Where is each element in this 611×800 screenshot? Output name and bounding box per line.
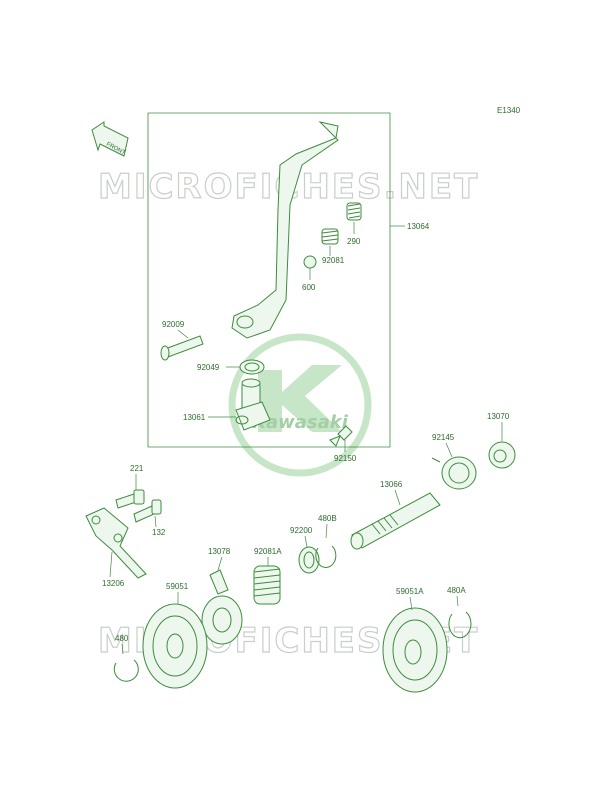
circlip-480b [315, 545, 337, 568]
bolt-92009 [160, 335, 204, 361]
front-arrow-icon: FRONT [91, 121, 129, 157]
gear-59051a [382, 607, 448, 693]
spring-92081 [321, 228, 339, 245]
part-13078: 13078 [208, 547, 231, 556]
washer-92200 [298, 546, 320, 574]
part-221: 221 [130, 464, 144, 473]
part-92081: 92081 [322, 256, 345, 265]
part-600: 600 [302, 283, 316, 292]
part-92009: 92009 [162, 320, 185, 329]
stopper-13206 [85, 507, 147, 579]
part-92200: 92200 [290, 526, 313, 535]
assembly-box [147, 112, 391, 448]
circlip-480a [448, 611, 472, 639]
shaft-13066 [350, 492, 441, 550]
spring-92081a [253, 565, 281, 605]
part-13064: 13064 [407, 222, 430, 231]
part-59051: 59051 [166, 582, 189, 591]
lever-13061 [235, 378, 271, 431]
bolt-132 [133, 499, 162, 523]
spring-290 [346, 202, 362, 221]
spring-92145 [431, 456, 477, 490]
part-92145: 92145 [432, 433, 455, 442]
part-92150: 92150 [334, 454, 357, 463]
kawasaki-logo: Kawasaki [228, 333, 372, 477]
part-480b: 480B [318, 514, 337, 523]
part-13206: 13206 [102, 579, 125, 588]
part-290: 290 [347, 237, 361, 246]
part-132: 132 [152, 528, 166, 537]
ball-600 [303, 255, 317, 269]
bolt-221 [115, 489, 145, 509]
seal-92049 [239, 359, 265, 375]
part-92049: 92049 [197, 363, 220, 372]
gear-59051 [142, 603, 208, 689]
part-92081a: 92081A [254, 547, 282, 556]
bolt-92150 [329, 425, 353, 447]
part-480: 480 [115, 634, 129, 643]
part-480a: 480A [447, 586, 466, 595]
circlip-480 [113, 659, 139, 682]
guide-13070 [488, 441, 516, 469]
part-13070: 13070 [487, 412, 510, 421]
svg-text:Kawasaki: Kawasaki [252, 412, 349, 433]
part-13061: 13061 [183, 413, 206, 422]
part-59051a: 59051A [396, 587, 424, 596]
kick-pedal [231, 121, 339, 339]
part-13066: 13066 [380, 480, 403, 489]
ratchet-13078 [201, 569, 243, 645]
diagram-code: E1340 [497, 106, 521, 115]
